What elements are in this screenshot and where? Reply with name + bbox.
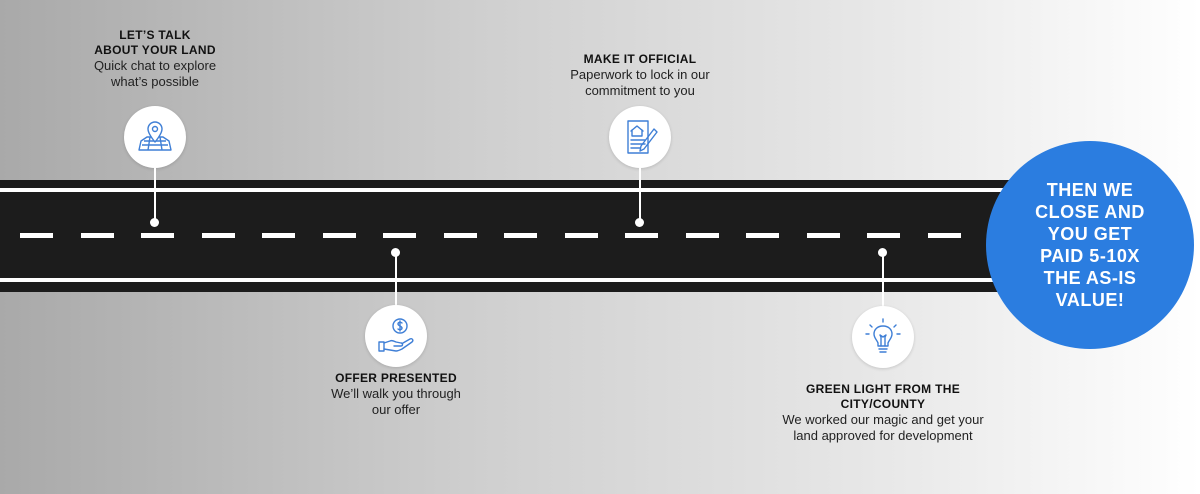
road-dash xyxy=(20,233,53,238)
step-1-title-line-2: ABOUT YOUR LAND xyxy=(94,43,216,57)
step-1-dot xyxy=(150,218,159,227)
step-3-connector xyxy=(639,168,641,222)
step-1-connector xyxy=(154,168,156,222)
step-1-label: LET’S TALK ABOUT YOUR LAND Quick chat to… xyxy=(70,28,240,90)
road-dash xyxy=(746,233,779,238)
step-2-connector xyxy=(395,252,397,306)
road-edge-top xyxy=(0,188,1040,192)
map-pin-icon xyxy=(138,121,172,151)
step-4-label: GREEN LIGHT FROM THE CITY/COUNTY We work… xyxy=(760,382,1006,444)
step-2-label: OFFER PRESENTED We’ll walk you through o… xyxy=(300,371,492,418)
dollar-hand-icon xyxy=(378,318,414,352)
step-3-description-line-2: commitment to you xyxy=(585,83,695,98)
road-dash xyxy=(80,233,114,238)
step-2-description-line-1: We’ll walk you through xyxy=(331,386,461,401)
road-dash xyxy=(564,233,598,238)
step-2-title: OFFER PRESENTED xyxy=(335,371,457,385)
step-2-description-line-2: our offer xyxy=(371,402,421,417)
final-line-3: YOU GET xyxy=(1047,224,1133,244)
final-destination-text: THEN WE CLOSE AND YOU GET PAID 5-10X THE… xyxy=(1025,179,1155,311)
road-dash xyxy=(383,233,416,238)
final-line-6: VALUE! xyxy=(1055,290,1125,310)
road-dash xyxy=(322,233,356,238)
step-3-title: MAKE IT OFFICIAL xyxy=(583,52,697,66)
road-dash xyxy=(927,233,961,238)
final-line-5: THE AS-IS xyxy=(1043,268,1137,288)
road-dash xyxy=(625,233,658,238)
step-4-connector xyxy=(882,252,884,308)
road-dash xyxy=(504,233,537,238)
step-4-icon-circle xyxy=(852,306,914,368)
final-line-4: PAID 5-10X xyxy=(1040,246,1140,266)
step-2-icon-circle xyxy=(365,305,427,367)
road-dash xyxy=(201,233,235,238)
step-3-label: MAKE IT OFFICIAL Paperwork to lock in ou… xyxy=(540,52,740,99)
step-1-description-line-2: what’s possible xyxy=(111,74,199,89)
road-edge-bottom xyxy=(0,278,1040,282)
step-3-icon-circle xyxy=(609,106,671,168)
final-line-1: THEN WE xyxy=(1046,180,1134,200)
road-dash xyxy=(867,233,900,238)
step-3-description-line-1: Paperwork to lock in our xyxy=(570,67,710,82)
road-dash xyxy=(141,233,174,238)
step-1-title-line-1: LET’S TALK xyxy=(119,28,191,42)
final-line-2: CLOSE AND xyxy=(1035,202,1145,222)
step-4-title-line-2: CITY/COUNTY xyxy=(840,397,926,411)
step-1-description-line-1: Quick chat to explore xyxy=(93,58,217,73)
final-destination-circle: THEN WE CLOSE AND YOU GET PAID 5-10X THE… xyxy=(986,141,1194,349)
lightbulb-icon xyxy=(865,318,901,353)
road-dash xyxy=(443,233,477,238)
road-dash xyxy=(262,233,295,238)
step-1-icon-circle xyxy=(124,106,186,168)
document-house-icon xyxy=(627,120,658,154)
step-4-title-line-1: GREEN LIGHT FROM THE xyxy=(806,382,960,396)
road-dash xyxy=(806,233,840,238)
step-3-dot xyxy=(635,218,644,227)
step-4-description-line-1: We worked our magic and get your xyxy=(782,412,984,427)
road-dash xyxy=(685,233,719,238)
road xyxy=(0,180,1040,292)
step-4-description-line-2: land approved for development xyxy=(793,428,973,443)
